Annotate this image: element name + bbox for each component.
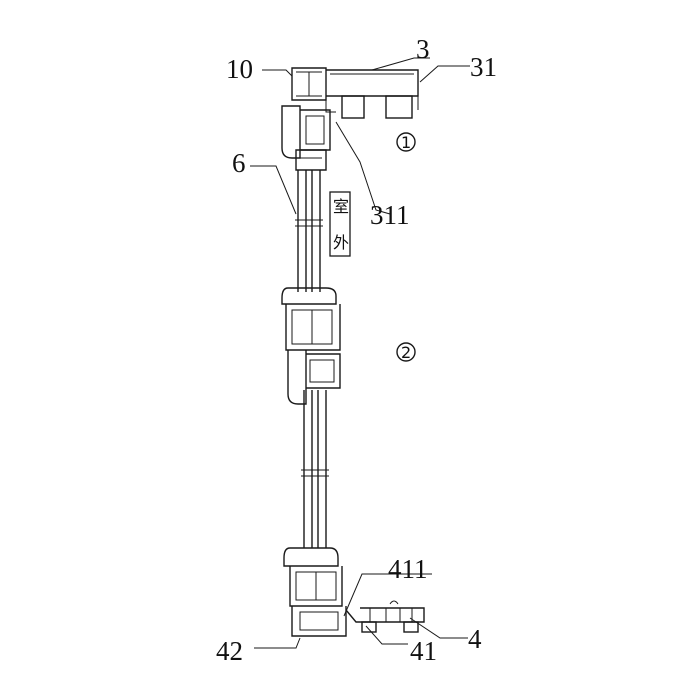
- label-42: 42: [216, 636, 243, 666]
- upper-sash-profile: [281, 105, 331, 171]
- label-4: 4: [468, 624, 482, 654]
- label-411: 411: [388, 554, 428, 584]
- marker-2-text: 2: [401, 343, 411, 362]
- marker-1: 1: [396, 132, 416, 152]
- label-3: 3: [416, 34, 430, 64]
- label-41: 41: [410, 636, 437, 666]
- lower-glass-unit: [301, 390, 329, 548]
- outdoor-char-1: 室: [333, 197, 349, 216]
- upper-glass-unit: [295, 170, 323, 292]
- marker-1-text: 1: [401, 133, 411, 152]
- bottom-sill: [345, 600, 425, 633]
- label-311: 311: [370, 200, 410, 230]
- outdoor-note: 室 外: [329, 191, 351, 257]
- label-6: 6: [232, 148, 246, 178]
- marker-2: 2: [396, 342, 416, 362]
- bottom-frame-profile: [283, 547, 347, 637]
- outdoor-char-2: 外: [333, 233, 349, 252]
- middle-transom-profile: [281, 287, 341, 405]
- top-bracket: [325, 95, 419, 119]
- top-frame-profile: [291, 67, 419, 101]
- label-31: 31: [470, 52, 497, 82]
- label-10: 10: [226, 54, 253, 84]
- leader-lines: [250, 57, 470, 649]
